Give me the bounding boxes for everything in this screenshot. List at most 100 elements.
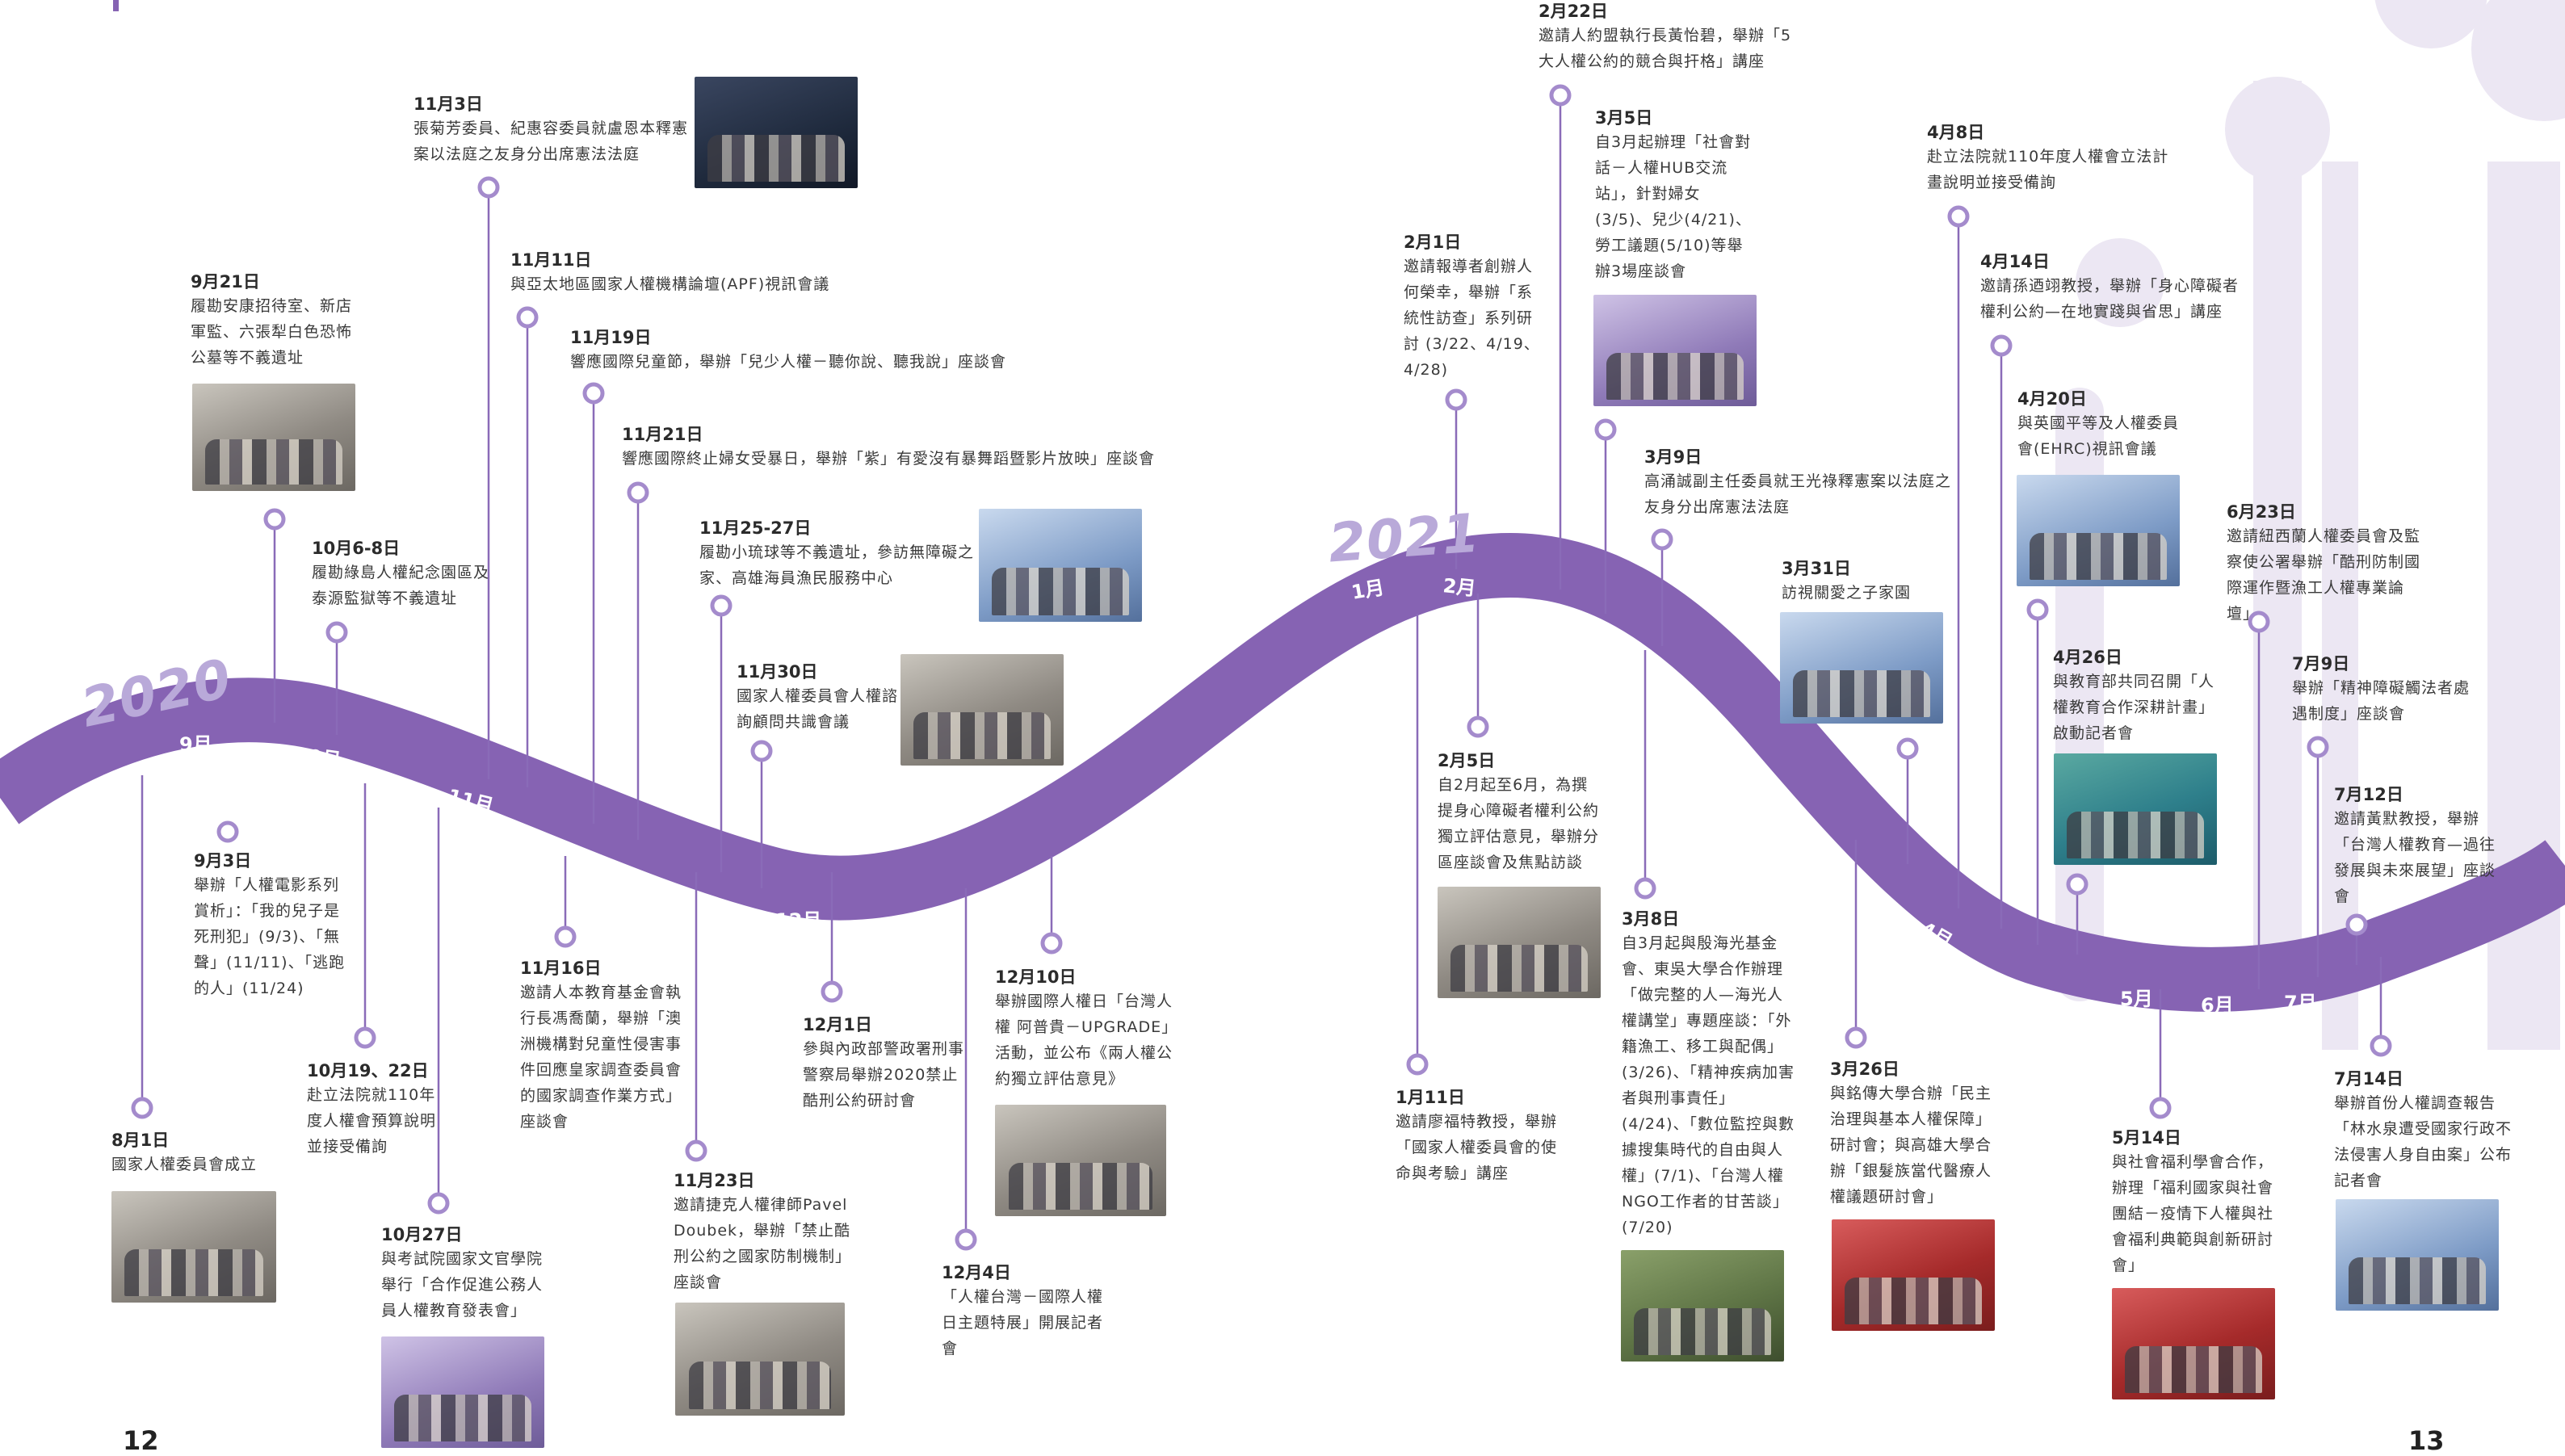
event-desc: 與亞太地區國家人權機構論壇(APF)視訊會議	[510, 275, 830, 293]
event-photo	[2112, 1288, 2275, 1399]
event-photo	[1438, 887, 1601, 998]
event-date: 7月12日	[2334, 785, 2403, 804]
event-date: 2月22日	[1539, 2, 1608, 21]
event-desc: 赴立法院就110年度人權會立法計畫說明並接受備詢	[1927, 148, 2169, 191]
event-date: 11月23日	[674, 1171, 755, 1190]
event-date: 5月14日	[2112, 1128, 2181, 1148]
event-desc: 與銘傳大學合辦「民主治理與基本人權保障」研討會；與高雄大學合辦「銀髮族當代醫療人…	[1830, 1085, 1992, 1206]
event-0309: 3月9日 高涌誠副主任委員就王光祿釋憲案以法庭之友身分出席憲法法庭	[1644, 446, 1951, 520]
event-desc: 參與內政部警政署刑事警察局舉辦2020禁止酷刑公約研討會	[803, 1040, 965, 1110]
year-2021: 2021	[1326, 501, 1483, 575]
event-desc: 國家人權委員會成立	[111, 1156, 258, 1173]
corner-accent	[113, 0, 119, 11]
event-0305: 3月5日 自3月起辦理「社會對話－人權HUB交流站」，針對婦女(3/5)、兒少(…	[1595, 107, 1757, 284]
event-date: 8月1日	[111, 1131, 170, 1150]
event-0408: 4月8日 赴立法院就110年度人權會立法計畫說明並接受備詢	[1927, 121, 2169, 195]
event-0623: 6月23日 邀請紐西蘭人權委員會及監察使公署舉辦「酷刑防制國際運作暨漁工人權專業…	[2227, 501, 2429, 627]
month-jul: 7月	[2284, 992, 2317, 1014]
event-0426: 4月26日 與教育部共同召開「人權教育合作深耕計畫」啟動記者會	[2053, 646, 2223, 746]
event-desc: 赴立法院就110年度人權會預算說明並接受備詢	[307, 1086, 437, 1156]
event-desc: 舉辦國際人權日「台灣人權 阿普貴－UPGRADE」活動，並公布《兩人權公約獨立評…	[995, 992, 1178, 1088]
event-date: 10月27日	[381, 1225, 463, 1244]
event-photo	[381, 1336, 544, 1448]
event-desc: 自2月起至6月，為撰提身心障礙者權利公約獨立評估意見，舉辦分區座談會及焦點訪談	[1438, 776, 1600, 871]
event-1111: 11月11日 與亞太地區國家人權機構論壇(APF)視訊會議	[510, 249, 866, 297]
event-date: 9月21日	[191, 272, 260, 292]
event-photo	[2336, 1199, 2499, 1311]
event-0205: 2月5日 自2月起至6月，為撰提身心障礙者權利公約獨立評估意見，舉辦分區座談會及…	[1438, 749, 1603, 875]
event-date: 3月5日	[1595, 108, 1653, 128]
month-mar: 3月	[1567, 614, 1606, 648]
event-0111: 1月11日 邀請廖福特教授，舉辦「國家人權委員會的使命與考驗」講座	[1396, 1086, 1557, 1186]
event-desc: 與社會福利學會合作，辦理「福利國家與社會團結－疫情下人權與社會福利典範與創新研討…	[2112, 1153, 2274, 1274]
event-1006: 10月6-8日 履勘綠島人權紀念園區及泰源監獄等不義遺址	[312, 537, 497, 611]
event-date: 12月4日	[942, 1263, 1011, 1282]
event-date: 4月26日	[2053, 648, 2122, 667]
event-desc: 履勘安康招待室、新店軍監、六張犁白色恐怖公墓等不義遺址	[191, 297, 353, 367]
event-date: 9月3日	[194, 851, 252, 871]
event-0714: 7月14日 舉辦首份人權調查報告「林水泉遭受國家行政不法侵害人身自由案」公布記者…	[2334, 1068, 2520, 1194]
event-desc: 邀請孫迺翊教授，舉辦「身心障礙者權利公約—在地實踐與省思」講座	[1980, 277, 2240, 321]
event-desc: 訪視關愛之子家園	[1782, 584, 1912, 602]
event-date: 11月30日	[737, 662, 818, 682]
event-desc: 高涌誠副主任委員就王光祿釋憲案以法庭之友身分出席憲法法庭	[1644, 472, 1952, 516]
event-date: 6月23日	[2227, 502, 2296, 522]
event-desc: 邀請人本教育基金會執行長馮喬蘭，舉辦「澳洲機構對兒童性侵害事件回應皇家調查委員會…	[520, 984, 682, 1131]
month-jan: 1月	[1350, 576, 1386, 604]
event-desc: 邀請廖福特教授，舉辦「國家人權委員會的使命與考驗」講座	[1396, 1113, 1558, 1182]
event-0903: 9月3日 舉辦「人權電影系列賞析」：「我的兒子是死刑犯」(9/3)、「無聲」(1…	[194, 850, 351, 1001]
event-photo	[2054, 753, 2217, 865]
month-feb: 2月	[1442, 574, 1476, 600]
event-desc: 邀請紐西蘭人權委員會及監察使公署舉辦「酷刑防制國際運作暨漁工人權專業論壇」	[2227, 527, 2421, 623]
timeline-band	[0, 532, 2565, 1012]
month-jun: 6月	[2201, 994, 2234, 1017]
event-desc: 舉辦「人權電影系列賞析」：「我的兒子是死刑犯」(9/3)、「無聲」(11/11)…	[194, 876, 346, 997]
event-photo	[675, 1303, 845, 1416]
event-0326: 3月26日 與銘傳大學合辦「民主治理與基本人權保障」研討會；與高雄大學合辦「銀髮…	[1830, 1058, 2004, 1210]
event-desc: 國家人權委員會人權諮詢顧問共識會議	[737, 687, 899, 731]
event-0222: 2月22日 邀請人約盟執行長黃怡碧，舉辦「5大人權公約的競合與扞格」講座	[1539, 0, 1805, 74]
event-1116: 11月16日 邀請人本教育基金會執行長馮喬蘭，舉辦「澳洲機構對兒童性侵害事件回應…	[520, 957, 682, 1135]
event-date: 10月19、22日	[307, 1061, 429, 1080]
event-date: 11月11日	[510, 250, 592, 270]
event-1204: 12月4日 「人權台灣－國際人權日主題特展」開展記者會	[942, 1261, 1103, 1362]
event-photo	[995, 1105, 1166, 1216]
event-1103: 11月3日 張菊芳委員、紀惠容委員就盧恩本釋憲案以法庭之友身分出席憲法法庭	[414, 93, 688, 167]
event-desc: 響應國際兒童節，舉辦「兒少人權－聽你說、聽我說」座談會	[570, 353, 1007, 371]
event-photo	[695, 77, 858, 188]
event-date: 4月8日	[1927, 123, 1985, 142]
month-sep: 9月	[179, 733, 212, 756]
month-may: 5月	[2120, 988, 2153, 1010]
event-photo	[1780, 612, 1943, 724]
event-0308: 3月8日 自3月起與殷海光基金會、東吳大學合作辦理「做完整的人—海光人權講堂」專…	[1622, 908, 1795, 1240]
event-0201: 2月1日 邀請報導者創辦人何榮幸，舉辦「系統性訪查」系列研討 (3/22、4/1…	[1404, 231, 1541, 383]
event-desc: 與考試院國家文官學院舉行「合作促進公務人員人權教育發表會」	[381, 1250, 544, 1320]
event-desc: 履勘小琉球等不義遺址，參訪無障礙之家、高雄海員漁民服務中心	[699, 543, 975, 587]
event-date: 2月5日	[1438, 751, 1496, 770]
event-date: 7月14日	[2334, 1069, 2403, 1089]
event-desc: 與教育部共同召開「人權教育合作深耕計畫」啟動記者會	[2053, 673, 2215, 742]
page-number-left: 12	[123, 1425, 159, 1456]
event-0712: 7月12日 邀請黃默教授，舉辦「台灣人權教育—過往發展與未來展望」座談會	[2334, 783, 2508, 909]
event-date: 7月9日	[2292, 654, 2350, 673]
event-1121: 11月21日 響應國際終止婦女受暴日，舉辦「紫」有愛沒有暴舞蹈暨影片放映」座談會	[622, 423, 1171, 472]
event-photo	[900, 654, 1064, 766]
event-date: 11月3日	[414, 94, 483, 114]
connector-lines	[141, 95, 2382, 1240]
event-1027: 10月27日 與考試院國家文官學院舉行「合作促進公務人員人權教育發表會」	[381, 1223, 555, 1324]
event-desc: 履勘綠島人權紀念園區及泰源監獄等不義遺址	[312, 564, 490, 607]
page-number-right: 13	[2408, 1425, 2445, 1456]
timeline-markers	[131, 84, 2392, 1251]
event-date: 12月10日	[995, 967, 1077, 987]
event-1019: 10月19、22日 赴立法院就110年度人權會預算說明並接受備詢	[307, 1059, 446, 1160]
event-date: 3月8日	[1622, 909, 1680, 929]
event-0921: 9月21日 履勘安康招待室、新店軍監、六張犁白色恐怖公墓等不義遺址	[191, 271, 365, 371]
event-photo	[979, 509, 1142, 622]
event-desc: 舉辦「精神障礙觸法者處遇制度」座談會	[2292, 679, 2471, 723]
event-desc: 邀請黃默教授，舉辦「台灣人權教育—過往發展與未來展望」座談會	[2334, 810, 2496, 905]
event-date: 3月9日	[1644, 447, 1702, 467]
event-0331: 3月31日 訪視關愛之子家園	[1782, 557, 1967, 606]
event-date: 11月21日	[622, 425, 703, 444]
event-desc: 自3月起辦理「社會對話－人權HUB交流站」，針對婦女(3/5)、兒少(4/21)…	[1595, 133, 1752, 280]
